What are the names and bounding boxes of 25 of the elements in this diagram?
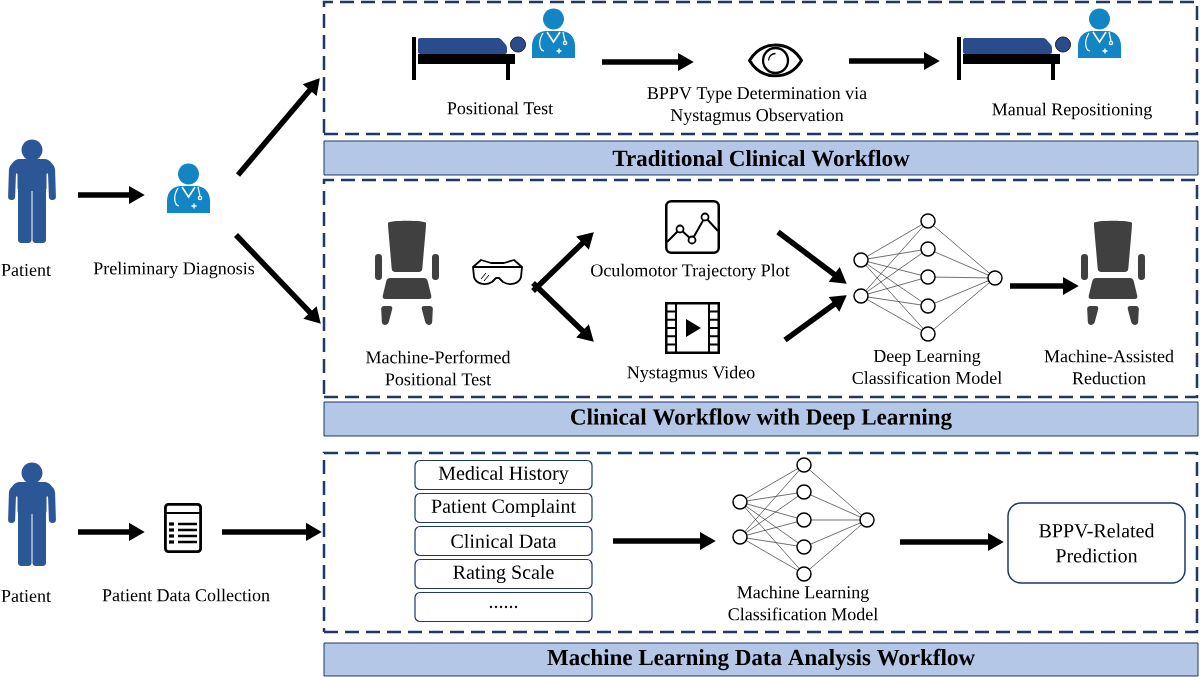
title-band: Machine Learning Data Analysis Workflow: [323, 642, 1199, 677]
label: Machine-Assisted Reduction: [1044, 349, 1174, 385]
text-box: ......: [414, 591, 593, 623]
label: Nystagmus Video: [627, 365, 755, 383]
dashed-frame: [322, 0, 1199, 136]
label: Deep Learning Classification Model: [852, 349, 1002, 385]
text-box: Medical History: [414, 459, 593, 491]
label: Preliminary Diagnosis: [93, 261, 255, 279]
dashed-frame: [322, 451, 1199, 634]
text-box: Patient Complaint: [414, 492, 593, 524]
title-band: Traditional Clinical Workflow: [323, 140, 1199, 176]
label: Machine-Performed Positional Test: [366, 350, 511, 386]
label: Manual Repositioning: [992, 102, 1152, 120]
rounded-box: BPPV-Related Prediction: [1007, 502, 1186, 584]
label: Patient Data Collection: [102, 588, 270, 602]
dashed-frame: [322, 178, 1199, 399]
text-box: Rating Scale: [414, 558, 593, 590]
label: Oculomotor Trajectory Plot: [591, 263, 790, 281]
label: Positional Test: [447, 101, 554, 115]
label: BPPV Type Determination via Nystagmus Observation: [647, 87, 867, 125]
title-band: Clinical Workflow with Deep Learning: [323, 401, 1199, 437]
label: Patient: [1, 589, 51, 603]
label: Machine Learning Classification Model: [728, 585, 878, 621]
label: Patient: [1, 263, 51, 277]
text-box: Clinical Data: [414, 525, 593, 557]
